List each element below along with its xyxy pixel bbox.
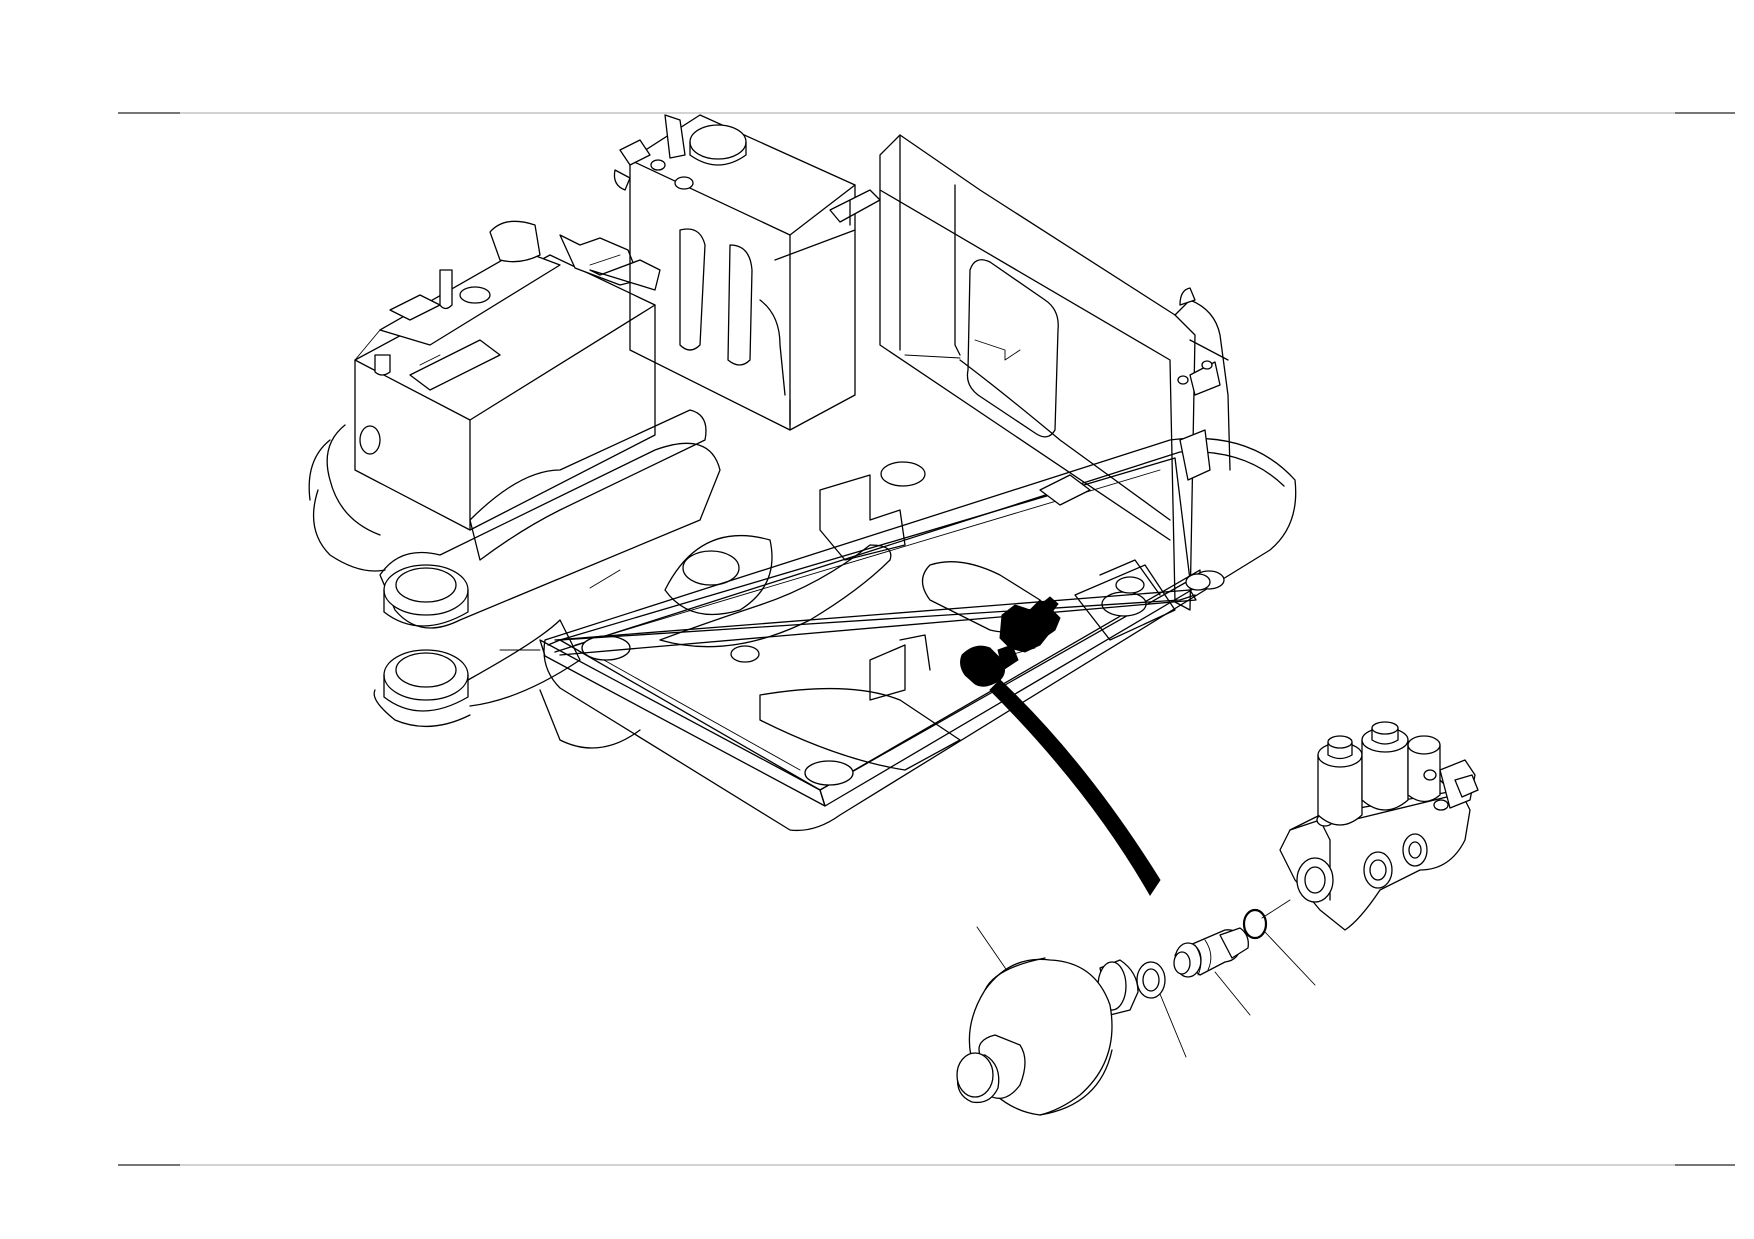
- washer: [1136, 961, 1187, 1058]
- adapter-fitting: [1173, 927, 1251, 1016]
- frame-rules: [118, 112, 1735, 1166]
- o-ring: [1242, 899, 1316, 986]
- console-base-assembly: [308, 114, 1297, 896]
- solenoid-valve-block: [1279, 721, 1479, 931]
- pressure-switch: [956, 926, 1139, 1116]
